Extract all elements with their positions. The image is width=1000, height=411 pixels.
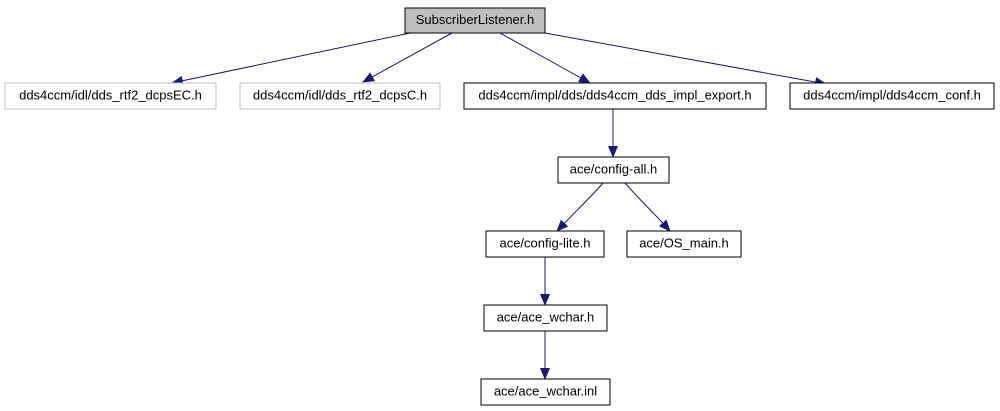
edges-layer	[171, 32, 827, 380]
node-label: ace/ace_wchar.inl	[494, 383, 597, 398]
node-dds4ccm-conf-h[interactable]: dds4ccm/impl/dds4ccm_conf.h	[789, 82, 995, 110]
node-ace-wchar-h[interactable]: ace/ace_wchar.h	[483, 304, 608, 332]
edge-config-all-to-config-lite	[556, 182, 604, 232]
node-label: ace/config-all.h	[570, 161, 657, 176]
edge-config-all-to-os-main	[624, 182, 671, 232]
node-label: dds4ccm/idl/dds_rtf2_dcpsC.h	[253, 87, 427, 102]
node-label: SubscriberListener.h	[416, 12, 535, 27]
node-label: dds4ccm/idl/dds_rtf2_dcpsEC.h	[19, 87, 202, 102]
node-ace-wchar-inl[interactable]: ace/ace_wchar.inl	[480, 378, 611, 406]
node-subscriber-listener-h[interactable]: SubscriberListener.h	[404, 7, 546, 34]
node-config-all-h[interactable]: ace/config-all.h	[557, 156, 670, 184]
node-dds4ccm-dds-impl-export-h[interactable]: dds4ccm/impl/dds/dds4ccm_dds_impl_export…	[463, 82, 767, 110]
node-dds-rtf2-dcps-ec-h: dds4ccm/idl/dds_rtf2_dcpsEC.h	[4, 82, 217, 110]
node-label: dds4ccm/impl/dds4ccm_conf.h	[803, 87, 981, 102]
node-label: dds4ccm/impl/dds/dds4ccm_dds_impl_export…	[478, 87, 751, 102]
node-os-main-h[interactable]: ace/OS_main.h	[626, 230, 742, 258]
edge-root-to-dcps-ec	[171, 32, 411, 86]
node-label: ace/OS_main.h	[639, 235, 729, 250]
edge-root-to-dcps-c	[362, 32, 453, 83]
nodes-layer: SubscriberListener.h dds4ccm/idl/dds_rtf…	[4, 7, 995, 406]
node-label: ace/config-lite.h	[499, 235, 590, 250]
node-dds-rtf2-dcps-c-h: dds4ccm/idl/dds_rtf2_dcpsC.h	[239, 82, 441, 110]
node-config-lite-h[interactable]: ace/config-lite.h	[485, 230, 605, 258]
node-label: ace/ace_wchar.h	[497, 309, 595, 324]
edge-root-to-impl-export	[499, 32, 591, 84]
edge-root-to-conf	[544, 32, 827, 87]
